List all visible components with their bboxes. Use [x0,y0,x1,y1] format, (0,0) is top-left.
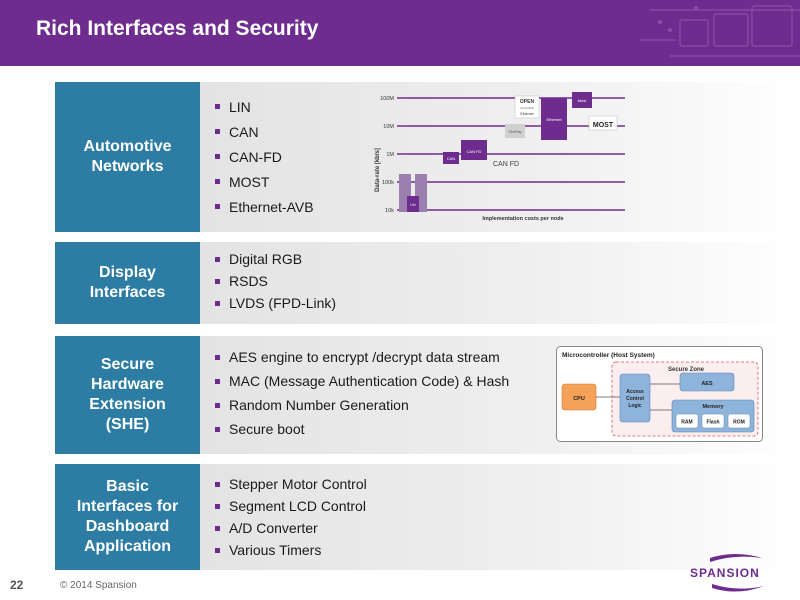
row-label-box: Secure Hardware Extension (SHE) [55,336,200,454]
bullet-item: Secure boot [215,417,509,441]
bar-label-flexray: FlexRay [509,130,522,134]
spansion-logo: SPANSION [690,552,780,594]
bar-flexray [505,124,525,138]
bullet-item: MAC (Message Authentication Code) & Hash [215,369,509,393]
bullet-item: AES engine to encrypt /decrypt data stre… [215,345,509,369]
svg-text:OPEN: OPEN [520,99,535,105]
row-label: Secure Hardware Extension (SHE) [89,356,166,433]
row-label-box: Display Interfaces [55,242,200,324]
bullet-item: MOST [215,169,314,194]
bullet-item: CAN [215,119,314,144]
bar-label-most: Most [578,98,588,103]
she-diagram: Microcontroller (Host System) Secure Zon… [556,346,763,442]
bar-canfd [461,140,487,160]
slide-header: Rich Interfaces and Security [0,0,800,66]
bar-ethernet [541,98,567,140]
bullet-item: Various Timers [215,539,367,561]
bullet-item: RSDS [215,270,336,292]
copyright: © 2014 Spansion [60,580,137,591]
row-label: Display Interfaces [89,264,166,301]
svg-text:Control: Control [626,396,644,402]
chart-ylabel: Data-rate [kb/s] [375,148,381,192]
y-tick-label: 10M [383,124,394,130]
bar-label-ethernet: Ethernet [546,117,562,122]
bullet-item: Stepper Motor Control [215,473,367,495]
chart-xlabel: Implementation costs per node [482,216,563,222]
row-content: Digital RGB RSDS LVDS (FPD-Link) [200,242,800,324]
bullet-item: A/D Converter [215,517,367,539]
network-chart: Data-rate [kb/s] 100M 10M 1M 100k 10k LI… [375,92,625,222]
svg-text:ALLIANCE: ALLIANCE [520,106,534,110]
y-tick-label: 10k [385,208,394,214]
ram-block [675,413,699,429]
aes-label: AES [701,381,713,387]
rom-block [727,413,751,429]
row-content: LIN CAN CAN-FD MOST Ethernet-AVB [200,82,800,232]
row-automotive-networks: Automotive Networks LIN CAN CAN-FD MOST … [55,82,800,232]
row-basic-interfaces: Basic Interfaces for Dashboard Applicati… [55,464,800,570]
bar-can [443,152,459,164]
y-tick-label: 100k [382,180,394,186]
open-alliance-logo [514,95,540,119]
bullet-item: Ethernet-AVB [215,194,314,219]
row-label-box: Basic Interfaces for Dashboard Applicati… [55,464,200,570]
bullet-list: Digital RGB RSDS LVDS (FPD-Link) [215,248,336,314]
bullet-item: Random Number Generation [215,393,509,417]
page-number: 22 [10,578,24,592]
most-logo [588,115,618,131]
access-control-block [619,373,651,423]
svg-text:RAM: RAM [681,420,692,426]
svg-text:Access: Access [626,389,644,395]
y-tick-label: 100M [380,96,394,102]
bullet-item: LIN [215,94,314,119]
circuit-decoration [640,5,800,57]
bar-label-lin: LIN [410,203,416,207]
bullet-item: Digital RGB [215,248,336,270]
svg-text:Flash: Flash [706,420,719,426]
bullet-list: LIN CAN CAN-FD MOST Ethernet-AVB [215,94,314,219]
bullet-item: CAN-FD [215,144,314,169]
svg-text:Logic: Logic [628,403,642,409]
flash-block [701,413,725,429]
bar-label-canfd: CAN FD [467,149,482,154]
bar-lin-main [407,196,419,212]
bullet-item: LVDS (FPD-Link) [215,292,336,314]
svg-text:Ethernet: Ethernet [520,112,533,116]
bar-most [572,92,592,108]
canfd-logo: CAN FD [493,161,519,168]
secure-zone-label: Secure Zone [668,367,705,373]
row-display-interfaces: Display Interfaces Digital RGB RSDS LVDS… [55,242,800,324]
row-content: Stepper Motor Control Segment LCD Contro… [200,464,800,570]
row-label: Automotive Networks [83,138,172,175]
row-label: Basic Interfaces for Dashboard Applicati… [76,478,179,555]
memory-label: Memory [702,404,724,410]
row-label-box: Automotive Networks [55,82,200,232]
bullet-list: Stepper Motor Control Segment LCD Contro… [215,473,367,561]
slide-title: Rich Interfaces and Security [36,17,319,40]
bar-label-can: CAN [447,156,456,161]
cpu-label: CPU [573,396,585,402]
mcu-title: Microcontroller (Host System) [562,352,655,359]
bullet-item: Segment LCD Control [215,495,367,517]
svg-text:ROM: ROM [733,420,745,426]
y-tick-label: 1M [386,152,394,158]
bullet-list: AES engine to encrypt /decrypt data stre… [215,345,509,441]
aes-block [679,372,735,392]
svg-text:MOST: MOST [593,122,614,129]
